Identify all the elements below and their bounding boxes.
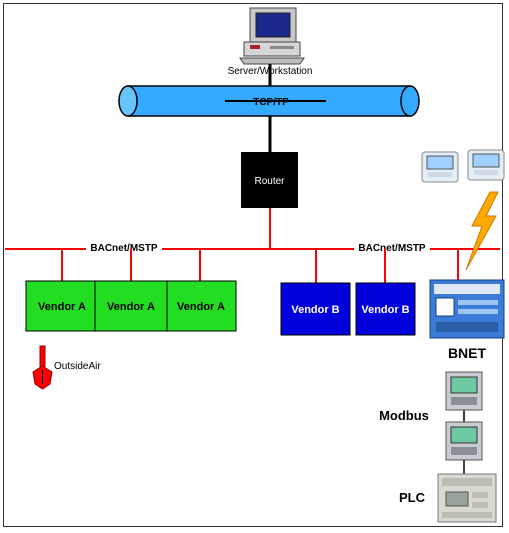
wireless-lightning-icon	[465, 191, 499, 271]
vendor-b-label-2: Vendor B	[361, 304, 409, 316]
bus-label-left: BACnet/MSTP	[90, 243, 158, 254]
bnet-device-icon	[429, 279, 505, 339]
router-label: Router	[254, 176, 285, 187]
modbus-label: Modbus	[379, 408, 429, 423]
diagram-frame	[3, 3, 503, 527]
plc-device-icon	[437, 473, 497, 523]
vendor-a-group: Vendor A Vendor A Vendor A	[25, 280, 237, 332]
sensor-label: OutsideAir	[54, 361, 101, 372]
vendor-a-label-1: Vendor A	[38, 301, 86, 313]
plc-label: PLC	[399, 490, 426, 505]
modbus-meter-icon-1	[445, 371, 483, 411]
tcp-backbone	[118, 85, 420, 117]
modbus-meter-icon-2	[445, 421, 483, 461]
vendor-b-box-1	[280, 282, 351, 336]
vendor-a-box-3	[166, 280, 237, 332]
vendor-a-label-2: Vendor A	[107, 301, 155, 313]
workstation-icon	[239, 7, 305, 65]
vendor-a-box-2	[94, 280, 168, 332]
bus-label-left-bg	[86, 241, 162, 254]
router-box	[241, 152, 298, 208]
thermostat-icon-1	[421, 151, 459, 183]
vendor-b-label-1: Vendor B	[291, 304, 339, 316]
bus-label-right-bg	[354, 241, 430, 254]
vendor-a-label-3: Vendor A	[177, 301, 225, 313]
device-drops	[61, 249, 459, 283]
backbone-label: TCP/TP	[253, 97, 289, 108]
vendor-b-box-2	[355, 282, 416, 336]
outside-air-sensor-icon	[32, 345, 53, 390]
bnet-label: BNET	[448, 345, 487, 361]
vendor-b-group: Vendor B Vendor B	[280, 282, 416, 336]
bus-label-right: BACnet/MSTP	[358, 243, 426, 254]
vendor-a-box-1	[25, 280, 99, 332]
thermostat-icon-2	[467, 149, 505, 181]
